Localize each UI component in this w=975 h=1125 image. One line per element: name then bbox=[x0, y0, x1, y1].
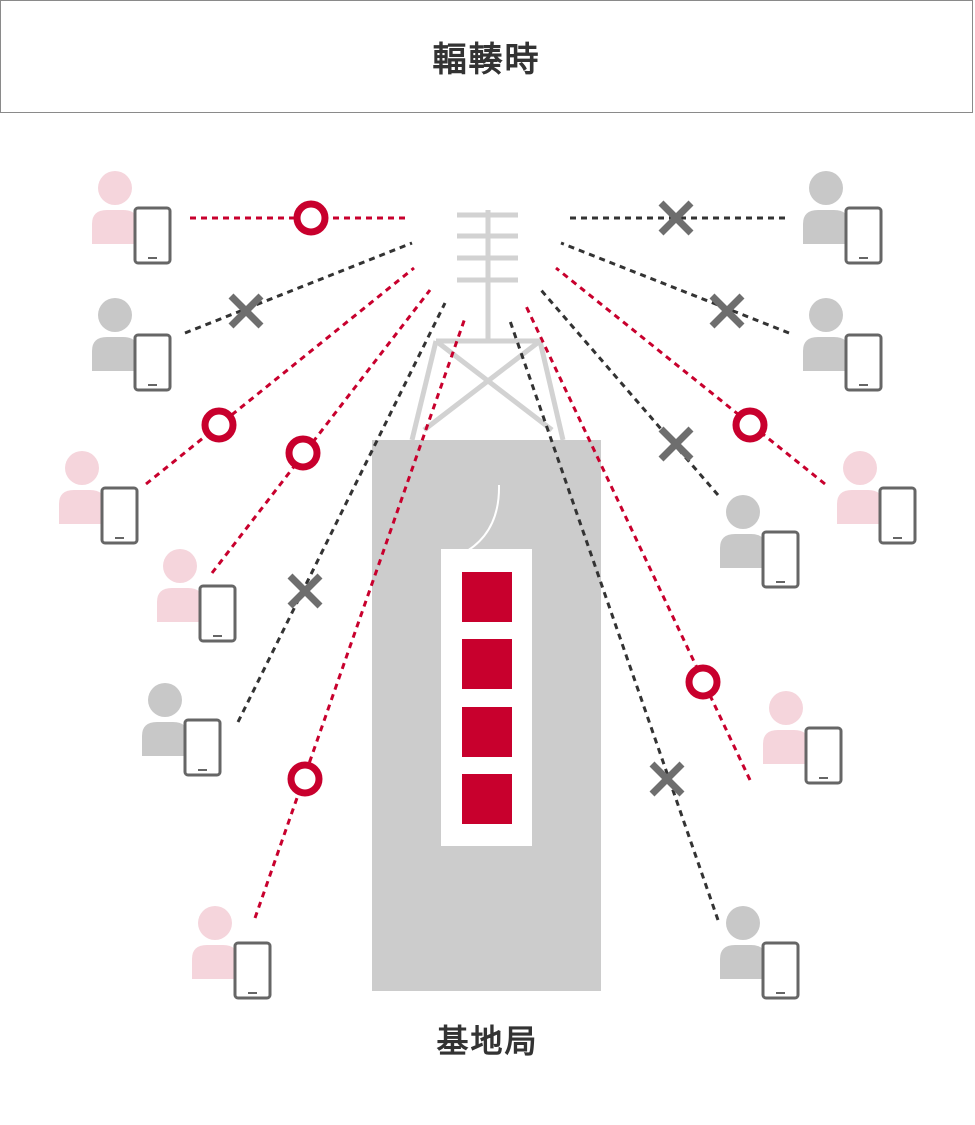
person-body bbox=[142, 722, 188, 756]
person-body bbox=[837, 490, 883, 524]
person-icon bbox=[148, 683, 182, 717]
person-icon bbox=[65, 451, 99, 485]
user-left-6 bbox=[192, 906, 270, 998]
connection-line-left-2 bbox=[185, 243, 412, 333]
person-body bbox=[92, 210, 138, 244]
user-right-6 bbox=[720, 906, 798, 998]
base-station bbox=[372, 210, 601, 991]
smartphone-icon bbox=[185, 720, 220, 775]
user-left-5 bbox=[142, 683, 220, 775]
person-icon bbox=[809, 171, 843, 205]
cross-icon bbox=[661, 429, 691, 459]
smartphone-icon bbox=[763, 943, 798, 998]
cross-icon bbox=[290, 576, 320, 606]
user-left-1 bbox=[92, 171, 170, 263]
user-left-4 bbox=[157, 549, 235, 641]
smartphone-icon bbox=[102, 488, 137, 543]
cross-icon bbox=[652, 764, 682, 794]
equipment-block bbox=[462, 707, 512, 757]
user-right-2 bbox=[803, 298, 881, 390]
person-body bbox=[92, 337, 138, 371]
circle-icon bbox=[297, 204, 325, 232]
cross-icon bbox=[712, 296, 742, 326]
equipment-block bbox=[462, 774, 512, 824]
circle-icon bbox=[291, 765, 319, 793]
person-icon bbox=[98, 298, 132, 332]
person-body bbox=[763, 730, 809, 764]
smartphone-icon bbox=[806, 728, 841, 783]
user-right-5 bbox=[763, 691, 841, 783]
smartphone-icon bbox=[135, 208, 170, 263]
person-icon bbox=[843, 451, 877, 485]
smartphone-icon bbox=[763, 532, 798, 587]
person-icon bbox=[198, 906, 232, 940]
connection-line-right-2 bbox=[561, 243, 789, 333]
person-body bbox=[192, 945, 238, 979]
circle-icon bbox=[289, 439, 317, 467]
user-right-3 bbox=[837, 451, 915, 543]
person-icon bbox=[726, 906, 760, 940]
person-body bbox=[720, 945, 766, 979]
cross-icon bbox=[661, 203, 691, 233]
person-icon bbox=[809, 298, 843, 332]
person-icon bbox=[726, 495, 760, 529]
person-icon bbox=[163, 549, 197, 583]
person-body bbox=[803, 337, 849, 371]
smartphone-icon bbox=[846, 335, 881, 390]
base-station-label: 基地局 bbox=[0, 1016, 975, 1062]
user-right-4 bbox=[720, 495, 798, 587]
smartphone-icon bbox=[880, 488, 915, 543]
person-body bbox=[59, 490, 105, 524]
person-body bbox=[157, 588, 203, 622]
person-icon bbox=[98, 171, 132, 205]
person-body bbox=[720, 534, 766, 568]
equipment-block bbox=[462, 639, 512, 689]
circle-icon bbox=[205, 411, 233, 439]
user-left-3 bbox=[59, 451, 137, 543]
cross-icon bbox=[231, 296, 261, 326]
user-right-1 bbox=[803, 171, 881, 263]
person-body bbox=[803, 210, 849, 244]
smartphone-icon bbox=[846, 208, 881, 263]
circle-icon bbox=[689, 668, 717, 696]
smartphone-icon bbox=[135, 335, 170, 390]
smartphone-icon bbox=[235, 943, 270, 998]
person-icon bbox=[769, 691, 803, 725]
user-left-2 bbox=[92, 298, 170, 390]
circle-icon bbox=[736, 411, 764, 439]
equipment-block bbox=[462, 572, 512, 622]
smartphone-icon bbox=[200, 586, 235, 641]
